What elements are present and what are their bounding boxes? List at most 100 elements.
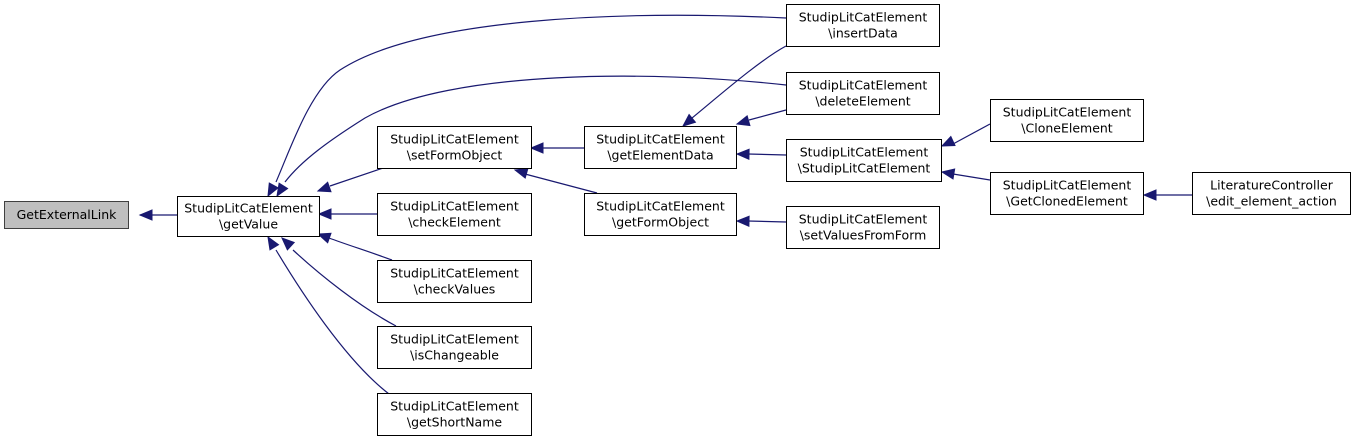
edge-line [292,249,397,327]
edge-n4-n1 [316,232,393,261]
edge-line [691,45,787,119]
node-method-label: \setFormObject [407,148,503,163]
edge-n15-n14 [1142,189,1192,201]
node-class-label: StudipLitCatElement [596,199,725,214]
node-class-label: StudipLitCatElement [390,399,519,414]
node-class-label: StudipLitCatElement [390,266,519,281]
edge-line [275,14,787,183]
edge-n10-n1 [276,75,787,198]
node-class-label: StudipLitCatElement [799,78,928,93]
arrowhead-icon [1142,189,1157,201]
node-literaturecontrolleredit_element_action[interactable]: LiteratureController\edit_element_action [1192,172,1351,215]
node-class-label: StudipLitCatElement [390,332,519,347]
edge-n3-n1 [317,208,377,220]
node-class-label: StudipLitCatElement [800,145,929,160]
node-studiplitcatelementgetelementdata[interactable]: StudipLitCatElement\getElementData [584,126,737,169]
node-studiplitcatelementinsertdata[interactable]: StudipLitCatElement\insertData [786,4,940,47]
arrowhead-icon [138,209,153,221]
edge-line [328,237,393,261]
node-box [377,393,532,436]
node-box [584,126,737,169]
edge-line [524,173,598,194]
edge-n2-n1 [316,167,384,193]
node-box [990,172,1144,215]
node-method-label: \deleteElement [815,94,910,109]
node-class-label: StudipLitCatElement [1003,178,1132,193]
node-getexternallink[interactable]: GetExternalLink [4,201,129,229]
edge-n14-n11 [940,168,991,181]
arrowhead-icon [735,215,750,228]
node-method-label: \getShortName [407,415,502,430]
node-studiplitcatelementdeleteelement[interactable]: StudipLitCatElement\deleteElement [786,72,940,115]
edge-n10-n7 [735,109,787,127]
edge-line [284,75,787,183]
node-method-label: \checkValues [414,282,496,297]
node-box [377,193,532,236]
node-class-label: StudipLitCatElement [390,132,519,147]
node-class-label: StudipLitCatElement [799,212,928,227]
node-method-label: \getFormObject [612,215,709,230]
edge-n7-n2 [529,142,584,154]
edges-layer [138,14,1192,395]
node-box [377,126,532,169]
node-class-label: StudipLitCatElement [799,10,928,25]
node-box [377,260,532,303]
node-box [786,206,940,249]
node-box [786,139,942,182]
edge-n9-n7 [681,45,787,127]
node-box [786,72,940,115]
edge-n1-n0 [138,209,177,221]
node-class-label: StudipLitCatElement [390,199,519,214]
edge-line [747,153,787,156]
node-method-label: \GetClonedElement [1006,194,1128,209]
edge-n11-n7 [735,148,787,161]
arrowhead-icon [529,142,544,154]
node-method-label: \setValuesFromForm [800,228,927,243]
node-studiplitcatelementgetformobject[interactable]: StudipLitCatElement\getFormObject [584,193,737,236]
node-method-label: \edit_element_action [1206,194,1337,209]
node-box [990,99,1144,142]
arrowhead-icon [735,148,750,161]
node-box [177,196,320,237]
node-method-label: \StudipLitCatElement [798,161,931,176]
node-class-label: StudipLitCatElement [1003,105,1132,120]
node-studiplitcatelementcloneelement[interactable]: StudipLitCatElement\CloneElement [990,99,1144,142]
node-method-label: \CloneElement [1021,121,1113,136]
node-class-label: StudipLitCatElement [184,201,313,216]
node-studiplitcatelementstudiplitcatelement[interactable]: StudipLitCatElement\StudipLitCatElement [786,139,942,182]
node-box [1192,172,1351,215]
node-studiplitcatelementcheckelement[interactable]: StudipLitCatElement\checkElement [377,193,532,236]
node-studiplitcatelementsetformobject[interactable]: StudipLitCatElement\setFormObject [377,126,532,169]
arrowhead-icon [316,181,332,193]
node-box [377,326,532,369]
node-method-label: \isChangeable [410,348,499,363]
arrowhead-icon [281,237,296,251]
arrowhead-icon [735,115,751,127]
edge-line [747,220,787,223]
edge-n12-n8 [735,215,787,228]
arrowhead-icon [681,113,697,127]
arrowhead-icon [276,182,289,198]
node-class-label: StudipLitCatElement [596,132,725,147]
node-studiplitcatelementischangeable[interactable]: StudipLitCatElement\isChangeable [377,326,532,369]
arrowhead-icon [513,167,529,179]
arrowhead-icon [940,168,956,180]
arrowhead-icon [267,182,279,198]
node-studiplitcatelementgetclonedelement[interactable]: StudipLitCatElement\GetClonedElement [990,172,1144,215]
edge-line [952,123,991,145]
node-studiplitcatelementgetvalue[interactable]: StudipLitCatElement\getValue [177,196,320,237]
edge-line [329,167,384,187]
node-studiplitcatelementgetshortname[interactable]: StudipLitCatElement\getShortName [377,393,532,436]
edge-line [748,109,787,121]
node-studiplitcatelementsetvaluesfromform[interactable]: StudipLitCatElement\setValuesFromForm [786,206,940,249]
edge-n13-n11 [940,123,991,147]
arrowhead-icon [317,208,332,220]
edge-n6-n1 [267,235,390,395]
arrowhead-icon [316,232,332,244]
edge-n9-n1 [267,14,787,198]
node-studiplitcatelementcheckvalues[interactable]: StudipLitCatElement\checkValues [377,260,532,303]
arrowhead-icon [940,135,956,147]
node-method-label: \checkElement [408,215,501,230]
edge-line [952,173,991,181]
